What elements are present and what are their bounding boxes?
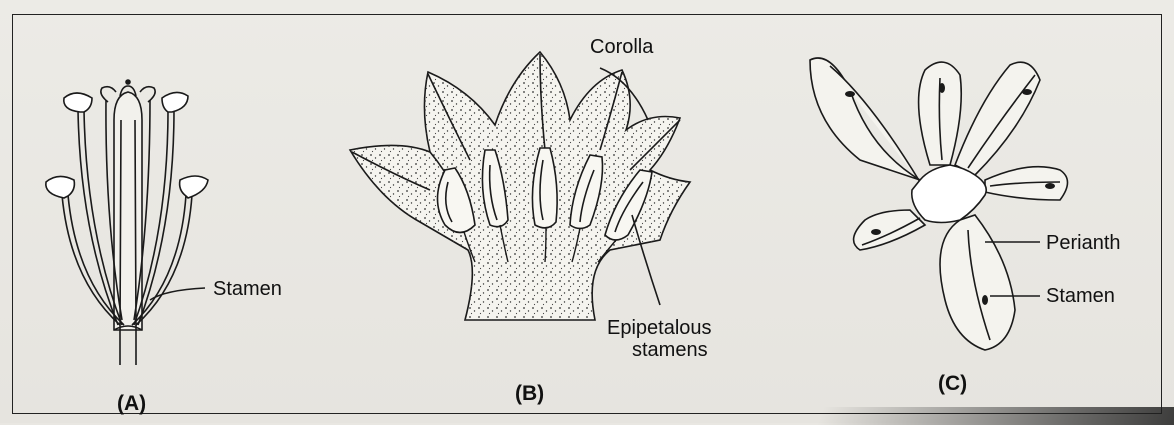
caption-c: (C) [938, 372, 967, 396]
stamen-label-c: Stamen [1046, 285, 1115, 307]
caption-a: (A) [117, 392, 146, 416]
epipetalous-label-line2: stamens [632, 339, 708, 361]
anther-right-low [180, 176, 208, 198]
stamen-label-a: Stamen [213, 278, 282, 300]
panel-a-androecium [46, 80, 208, 365]
anther-left-top [64, 93, 92, 112]
anther-left-low [46, 176, 75, 198]
stamen-leader-a [150, 288, 205, 300]
corolla-label: Corolla [590, 36, 653, 58]
panel-c-perianth [810, 58, 1068, 350]
caption-b: (B) [515, 382, 544, 406]
perianth-label: Perianth [1046, 232, 1121, 254]
epipetalous-label-line1: Epipetalous [607, 317, 712, 339]
anther-right-top [162, 92, 188, 112]
panel-b-corolla [350, 52, 690, 320]
